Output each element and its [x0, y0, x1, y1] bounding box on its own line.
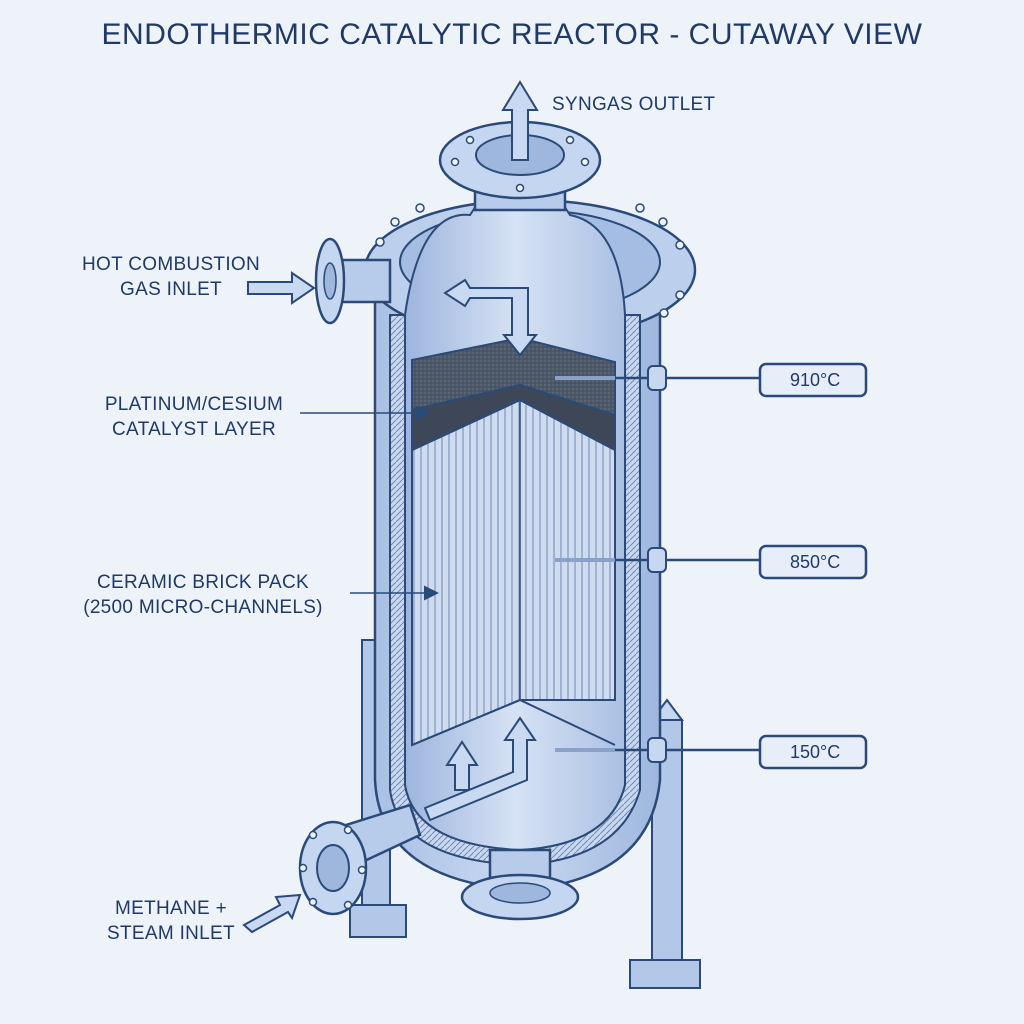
ceramic-brick-label: CERAMIC BRICK PACK (2500 MICRO-CHANNELS)	[72, 570, 334, 620]
syngas-outlet-text: SYNGAS OUTLET	[552, 94, 715, 115]
hot-gas-inlet-text-line2: GAS INLET	[76, 277, 266, 302]
hot-gas-inlet-text-line1: HOT COMBUSTION	[76, 252, 266, 277]
brick-text-line2: (2500 MICRO-CHANNELS)	[72, 595, 334, 620]
page-title: ENDOTHERMIC CATALYTIC REACTOR - CUTAWAY …	[0, 18, 1024, 52]
methane-text-line2: STEAM INLET	[96, 921, 246, 946]
temperature-readout-1: 910°C	[790, 370, 840, 390]
brick-text-line1: CERAMIC BRICK PACK	[72, 570, 334, 595]
methane-steam-inlet-label: METHANE + STEAM INLET	[96, 896, 246, 946]
catalyst-layer-label: PLATINUM/CESIUM CATALYST LAYER	[96, 392, 292, 442]
catalyst-text-line1: PLATINUM/CESIUM	[96, 392, 292, 417]
temperature-readout-3: 150°C	[790, 742, 840, 762]
methane-text-line1: METHANE +	[96, 896, 246, 921]
temperature-readout-2: 850°C	[790, 552, 840, 572]
methane-inlet-arrow	[244, 895, 300, 932]
catalyst-text-line2: CATALYST LAYER	[96, 417, 292, 442]
syngas-outlet-label: SYNGAS OUTLET	[552, 92, 715, 117]
methane-steam-inlet-nozzle	[300, 805, 421, 914]
hot-gas-inlet-label: HOT COMBUSTION GAS INLET	[76, 252, 266, 302]
ceramic-brick-pack	[412, 400, 615, 745]
